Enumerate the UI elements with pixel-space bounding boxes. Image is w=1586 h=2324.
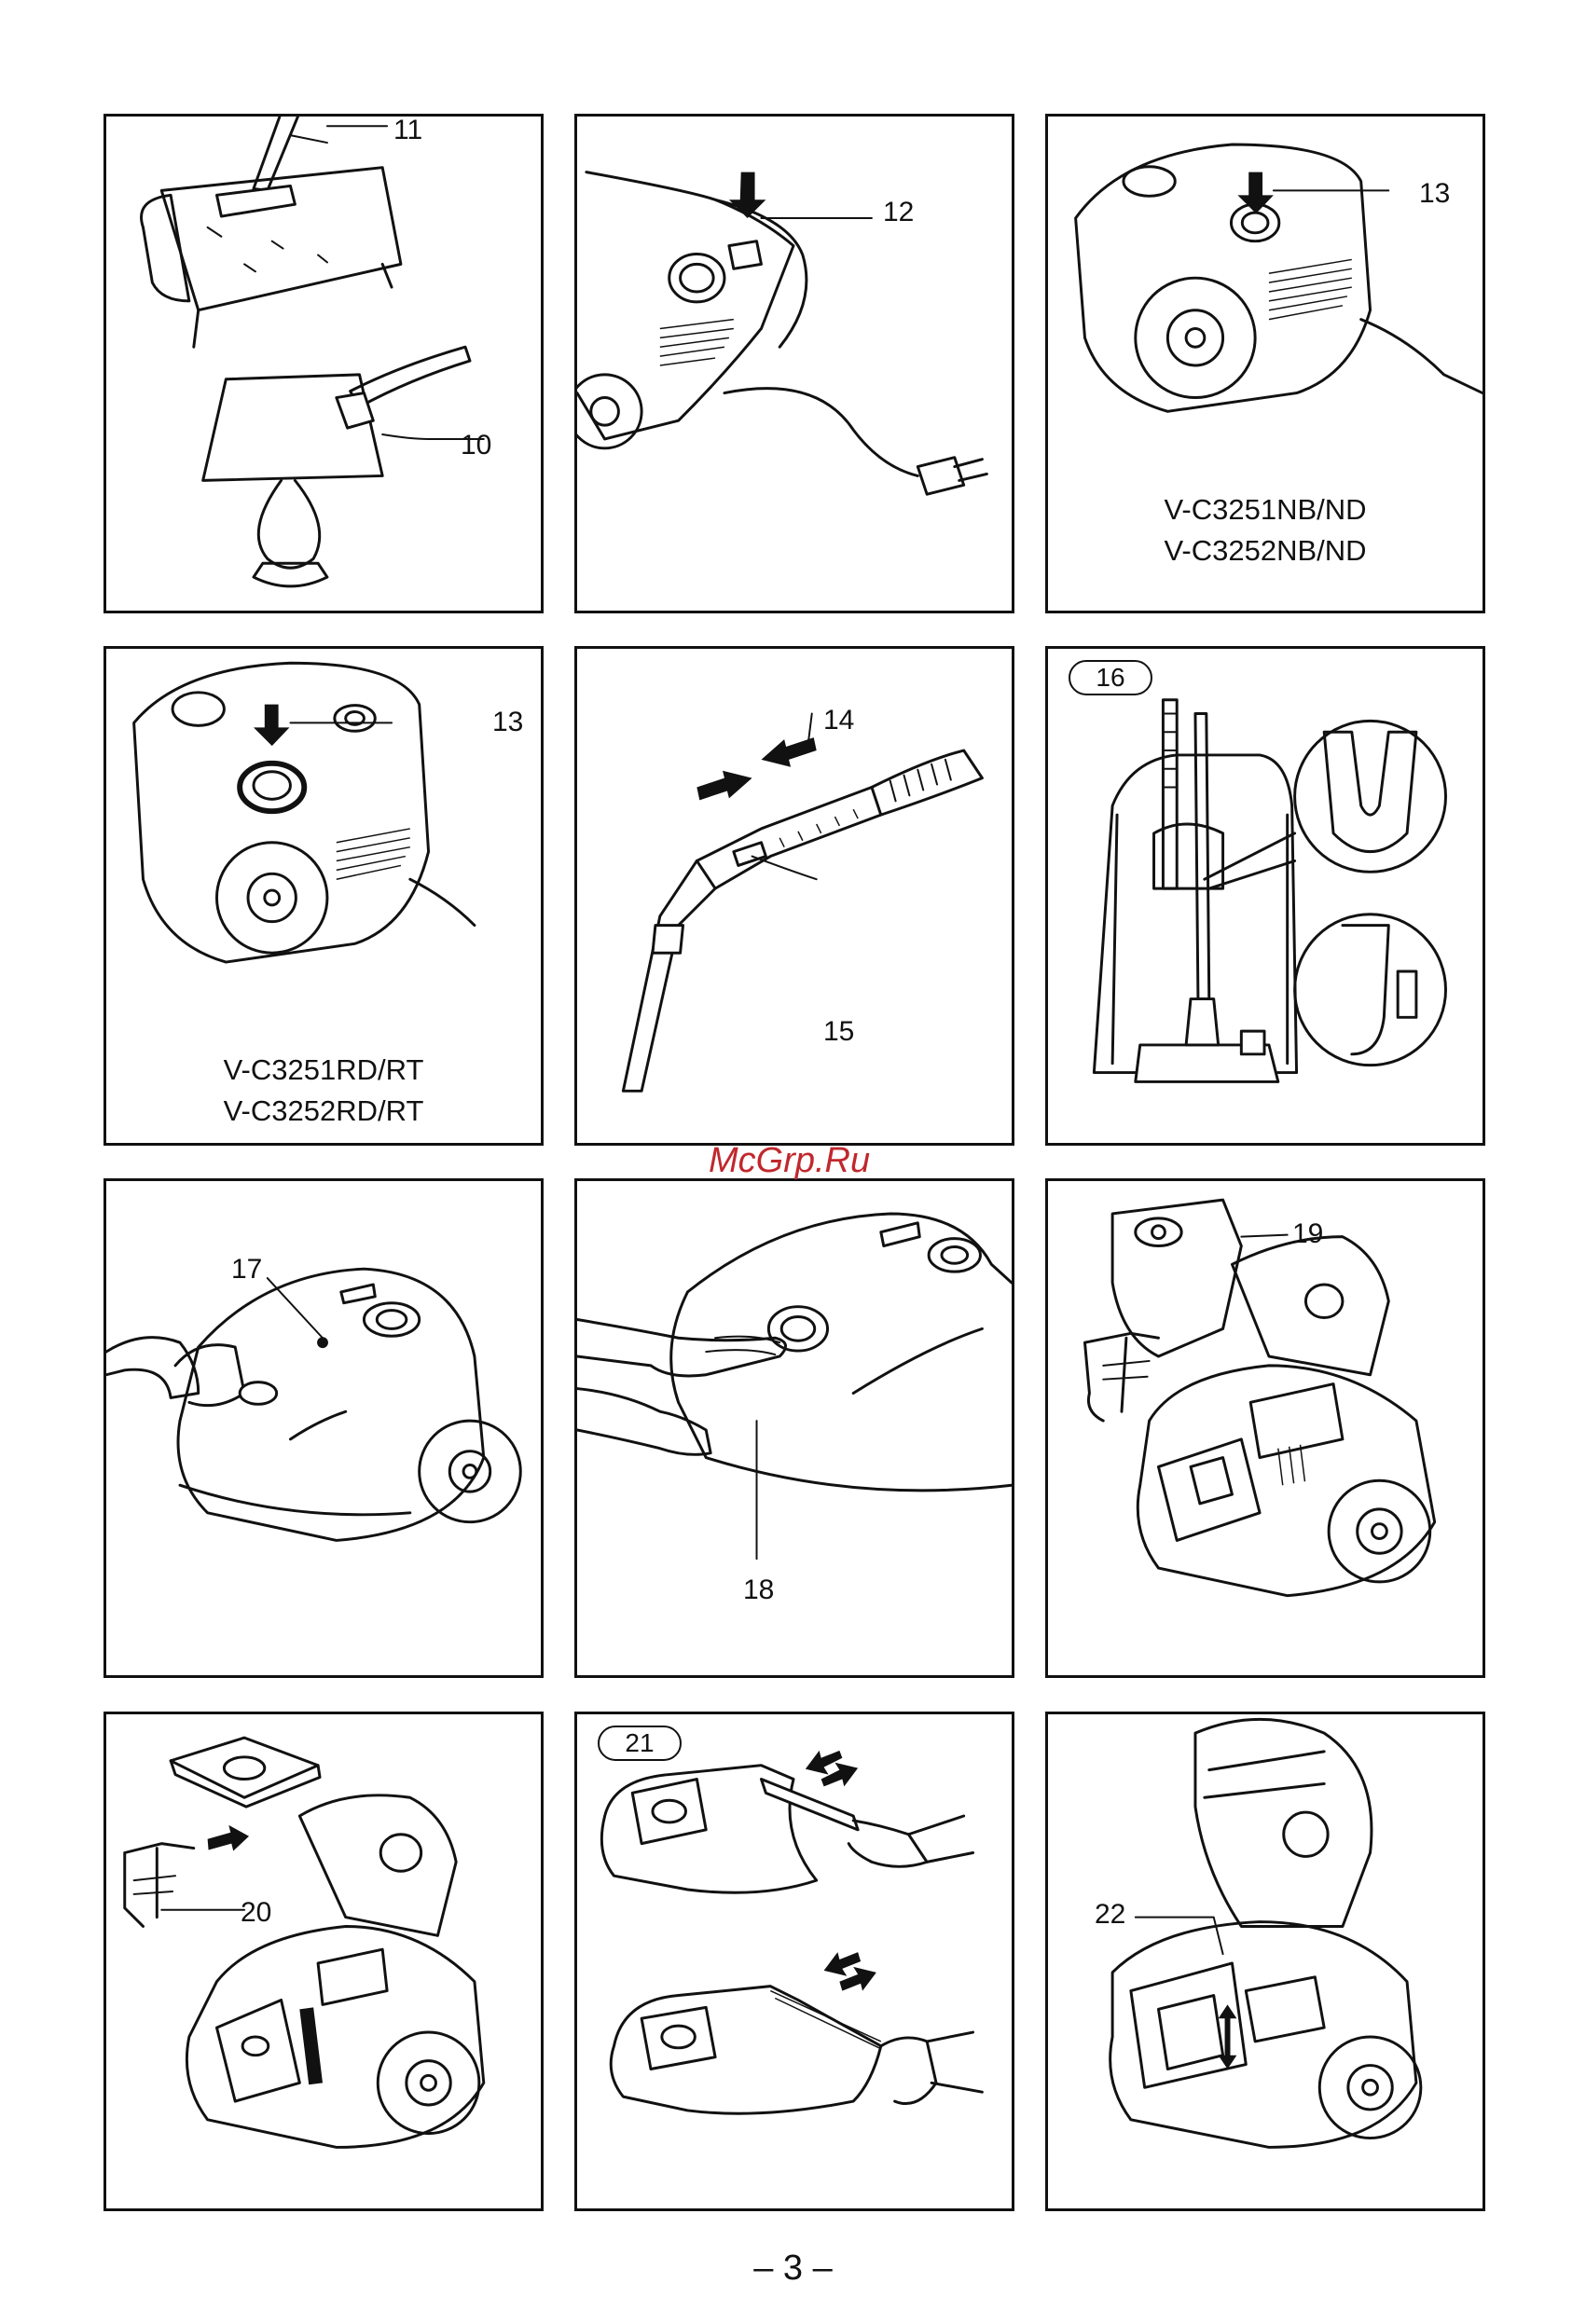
figure-panel-power-button-rd: 13 V-C3251RD/RT V-C3252RD/RT [103, 646, 544, 1146]
figure-panel-handle-suction: 14 15 [574, 646, 1014, 1146]
vacuum-open-hand-illustration [577, 1181, 1012, 1675]
callout-13: 13 [1419, 180, 1450, 208]
callout-20: 20 [241, 1899, 271, 1927]
callout-11: 11 [393, 117, 422, 144]
figure-panel-bag-holder: 20 [103, 1712, 544, 2211]
callout-15: 15 [823, 1018, 854, 1046]
bag-removal-illustration [1048, 1181, 1483, 1675]
model-label-nd: V-C3252NB/ND [1048, 530, 1483, 571]
figure-panel-bag-seal: 21 [574, 1712, 1014, 2211]
watermark: McGrp.Ru [709, 1141, 870, 1181]
figure-panel-storage: 16 [1045, 646, 1485, 1146]
figure-panel-power-cord: 12 [574, 114, 1014, 613]
callout-13-rd: 13 [492, 708, 523, 736]
callout-12: 12 [883, 199, 914, 227]
sofa-lamp-illustration [106, 117, 541, 611]
bag-seal-illustration [577, 1714, 1012, 2208]
vacuum-cord-illustration [577, 117, 1012, 611]
callout-17: 17 [231, 1256, 262, 1284]
figure-panel-power-button-nb: 13 V-C3251NB/ND V-C3252NB/ND [1045, 114, 1485, 613]
figure-panel-bag-indicator: 17 [103, 1178, 544, 1678]
model-label-nb: V-C3251NB/ND [1048, 489, 1483, 530]
bag-installed-illustration [1048, 1714, 1483, 2208]
figure-panel-cleaning-accessories: 11 10 [103, 114, 544, 613]
hose-handle-illustration [577, 649, 1012, 1143]
callout-10: 10 [461, 432, 491, 460]
figure-panel-remove-bag: 19 [1045, 1178, 1485, 1678]
figure-panel-open-cover: 18 [574, 1178, 1014, 1678]
callout-19: 19 [1292, 1220, 1323, 1248]
callout-18: 18 [743, 1576, 774, 1604]
vacuum-indicator-illustration [106, 1181, 541, 1675]
model-label-rd: V-C3251RD/RT [106, 1050, 541, 1091]
bag-holder-illustration [106, 1714, 541, 2208]
callout-14: 14 [823, 707, 854, 735]
callout-22: 22 [1095, 1901, 1125, 1929]
page-number: – 3 – [0, 2248, 1586, 2289]
upright-storage-illustration [1048, 649, 1483, 1143]
figure-panel-close-cover: 22 [1045, 1712, 1485, 2211]
model-label-rt: V-C3252RD/RT [106, 1091, 541, 1132]
